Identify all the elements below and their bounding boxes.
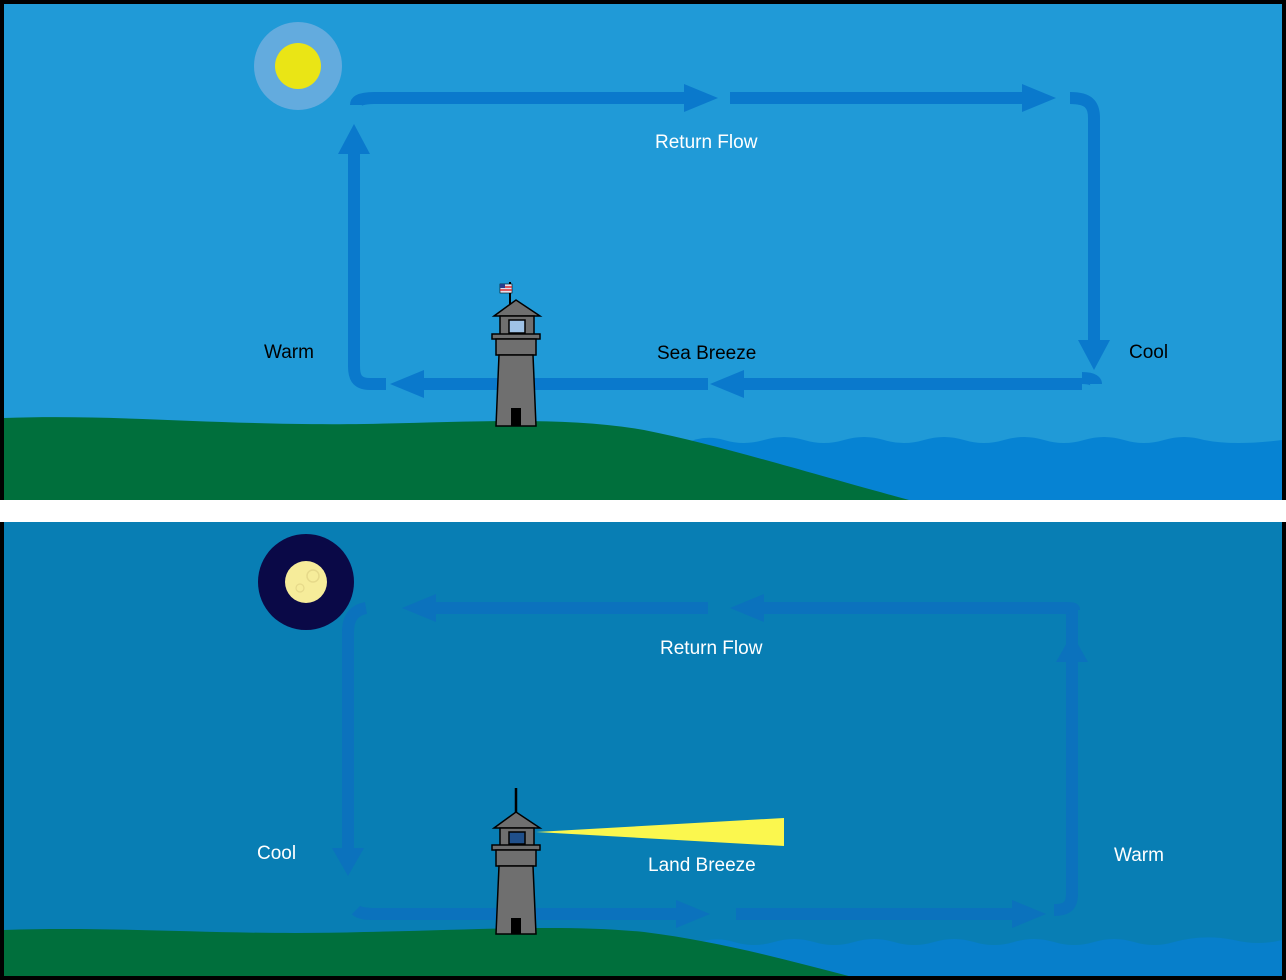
night-rise-arrow xyxy=(1053,610,1078,916)
day-circulation xyxy=(348,92,1100,390)
night-return-arrow-1 xyxy=(764,602,1080,615)
moon-icon xyxy=(258,534,354,630)
night-return-flow-label: Return Flow xyxy=(660,638,763,659)
night-right-temp-label: Warm xyxy=(1114,845,1164,866)
night-sea xyxy=(694,937,1282,976)
day-land xyxy=(4,417,910,500)
day-rise-arrow xyxy=(348,152,386,390)
day-return-arrow-1 xyxy=(350,92,684,107)
night-circulation xyxy=(342,602,1080,920)
day-panel: Return Flow Sea Breeze Warm Cool xyxy=(0,0,1286,500)
day-lighthouse xyxy=(491,282,543,427)
sun-icon xyxy=(254,22,342,110)
day-surface-flow-label: Sea Breeze xyxy=(657,343,757,364)
day-scene xyxy=(4,4,1282,500)
night-descend-arrow xyxy=(342,602,368,848)
night-arrowheads xyxy=(332,594,1088,928)
day-left-temp-label: Warm xyxy=(264,342,314,363)
day-arrowheads xyxy=(338,84,1110,398)
light-beam xyxy=(536,818,784,846)
night-left-temp-label: Cool xyxy=(257,843,297,864)
day-return-flow-label: Return Flow xyxy=(655,132,758,153)
flag-icon xyxy=(499,283,513,294)
day-sky xyxy=(4,4,1282,500)
night-surface-flow-label: Land Breeze xyxy=(648,855,756,876)
day-right-temp-label: Cool xyxy=(1129,342,1169,363)
night-panel: Return Flow Land Breeze Cool Warm xyxy=(0,522,1286,980)
night-lighthouse xyxy=(491,788,543,935)
day-descend-arrow xyxy=(1069,92,1100,340)
night-land-breeze-arrow-1 xyxy=(351,905,676,920)
night-scene xyxy=(4,522,1282,976)
night-land xyxy=(4,927,849,976)
